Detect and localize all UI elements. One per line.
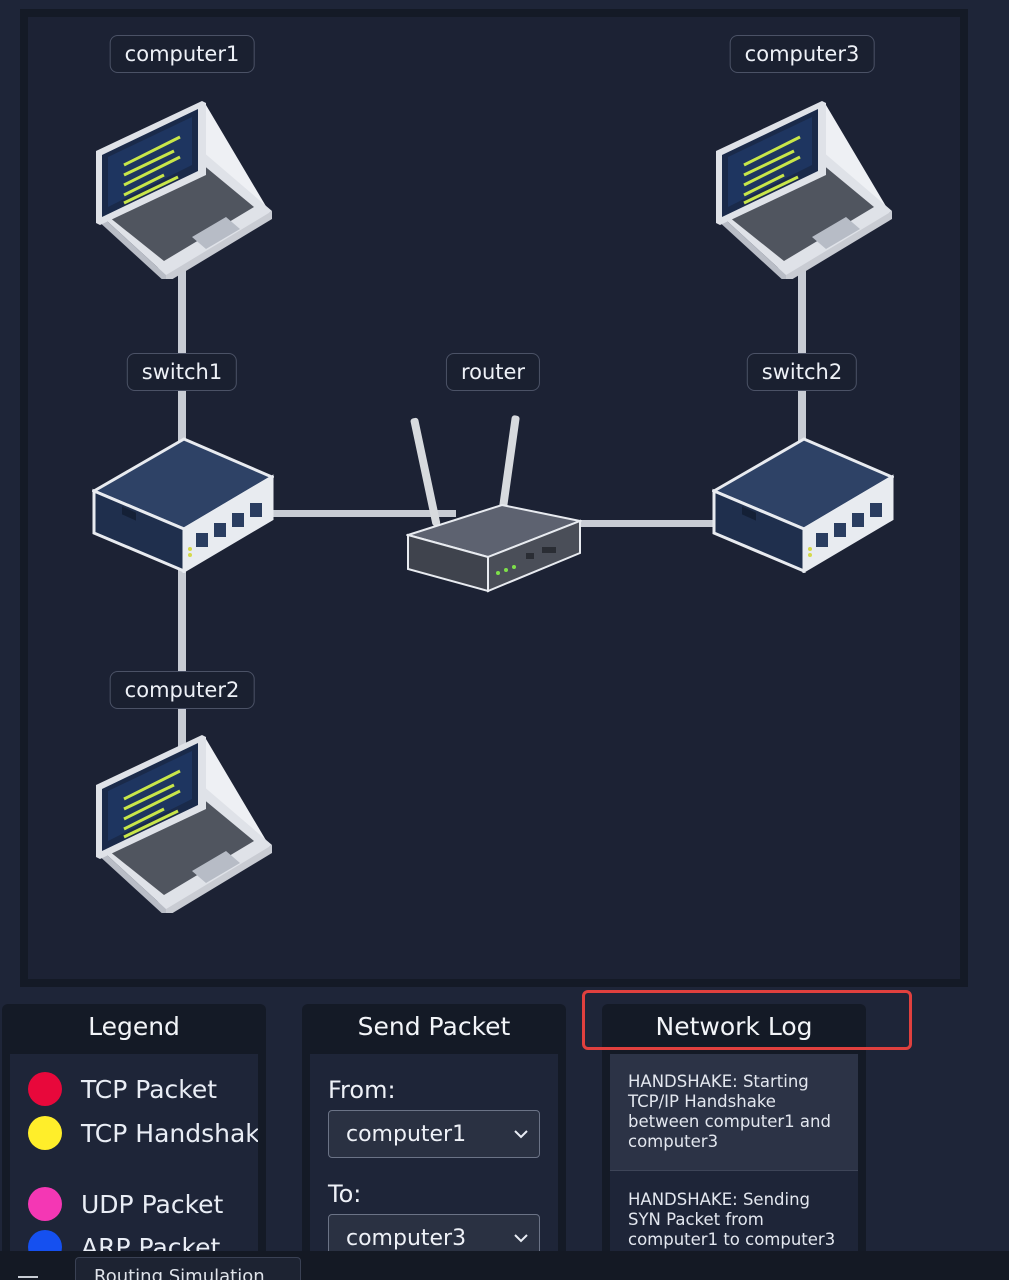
chevron-down-icon — [514, 1130, 528, 1139]
network-log-title: Network Log — [655, 1012, 813, 1041]
legend-panel: Legend TCP Packet TCP Handshake UDP Pack… — [2, 1004, 266, 1264]
from-select-value: computer1 — [346, 1122, 467, 1147]
laptop-icon[interactable] — [714, 99, 894, 279]
switch-icon[interactable] — [712, 437, 894, 573]
node-label-computer2: computer2 — [109, 671, 255, 709]
udp-packet-dot — [28, 1187, 62, 1221]
send-packet-body: From: computer1 To: computer3 — [310, 1054, 558, 1264]
node-label-switch1: switch1 — [126, 353, 238, 391]
switch-icon[interactable] — [92, 437, 274, 573]
link-switch1-router — [272, 510, 456, 517]
node-label-computer1: computer1 — [109, 35, 255, 73]
legend-item-tcp-packet: TCP Packet — [28, 1072, 217, 1108]
tab-label: Routing Simulation — [94, 1266, 265, 1280]
chevron-down-icon — [514, 1234, 528, 1243]
link-switch1-computer2 — [178, 557, 186, 757]
legend-item-label: TCP Handshake — [81, 1119, 258, 1148]
from-label: From: — [328, 1076, 396, 1104]
node-label-router: router — [445, 353, 541, 391]
node-label-computer3: computer3 — [729, 35, 875, 73]
send-packet-panel: Send Packet From: computer1 To: computer… — [302, 1004, 566, 1264]
tcp-handshake-dot — [28, 1116, 62, 1150]
menu-icon[interactable] — [18, 1276, 38, 1278]
log-entry-highlight — [610, 1054, 858, 1170]
link-router-switch2 — [568, 520, 718, 527]
laptop-icon[interactable] — [94, 733, 274, 913]
log-entry: HANDSHAKE: Sending SYN Packet from compu… — [628, 1190, 836, 1249]
legend-item-label: TCP Packet — [81, 1075, 218, 1104]
network-log-list[interactable]: HANDSHAKE: Starting TCP/IP Handshake bet… — [610, 1054, 858, 1264]
to-label: To: — [328, 1180, 362, 1208]
node-label-switch2: switch2 — [746, 353, 858, 391]
network-log-highlight-box — [582, 990, 912, 1050]
from-select[interactable]: computer1 — [328, 1110, 540, 1158]
legend-body: TCP Packet TCP Handshake UDP Packet ARP … — [10, 1054, 258, 1264]
legend-item-tcp-handshake: TCP Handshake — [28, 1116, 258, 1152]
log-entry: HANDSHAKE: Starting TCP/IP Handshake bet… — [628, 1072, 831, 1151]
log-divider — [610, 1170, 858, 1171]
tab-routing-simulation[interactable]: Routing Simulation — [75, 1257, 301, 1280]
legend-title: Legend — [88, 1012, 180, 1041]
legend-item-udp-packet: UDP Packet — [28, 1187, 223, 1223]
router-icon[interactable] — [406, 413, 582, 597]
tcp-packet-dot — [28, 1072, 62, 1106]
laptop-icon[interactable] — [94, 99, 274, 279]
network-canvas-frame: computer1 computer3 switch1 router switc… — [20, 9, 968, 987]
to-select-value: computer3 — [346, 1226, 467, 1251]
legend-item-label: UDP Packet — [81, 1190, 224, 1219]
send-packet-title: Send Packet — [357, 1012, 511, 1041]
network-canvas[interactable]: computer1 computer3 switch1 router switc… — [28, 17, 960, 979]
